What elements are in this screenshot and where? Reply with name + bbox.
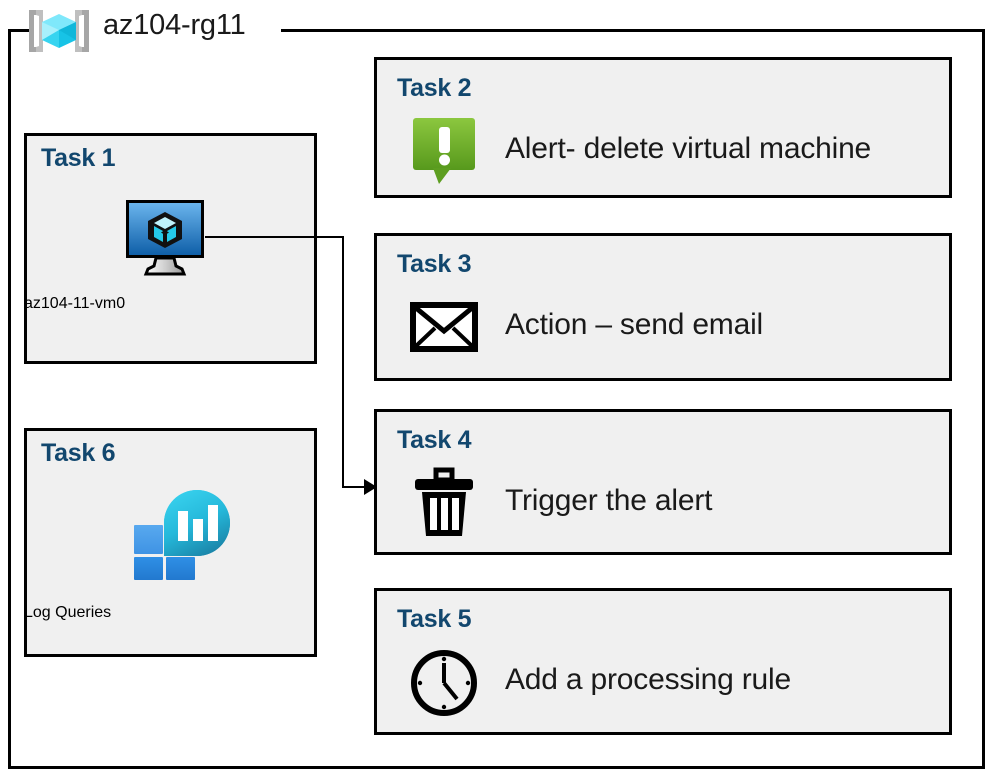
task4-title: Task 4 <box>397 426 472 454</box>
connector-segment-horizontal-top <box>205 236 344 238</box>
task4-card[interactable]: Task 4 Trigger the alert <box>374 409 952 555</box>
connector-segment-vertical <box>342 236 344 487</box>
resource-group-title: az104-rg11 <box>103 9 246 41</box>
resource-group-frame-top-left <box>8 29 34 32</box>
task2-title: Task 2 <box>397 74 472 102</box>
task5-description: Add a processing rule <box>505 663 791 696</box>
trash-can-icon <box>405 462 483 540</box>
task6-title: Task 6 <box>41 439 116 467</box>
resource-group-frame <box>8 31 985 769</box>
task4-description: Trigger the alert <box>505 484 713 517</box>
resource-group-frame-top-right <box>281 29 985 32</box>
task1-resource-label: az104-11-vm0 <box>24 295 126 312</box>
task1-title: Task 1 <box>41 144 116 172</box>
task3-description: Action – send email <box>505 308 764 341</box>
task5-card[interactable]: Task 5 Add a processing rule <box>374 588 952 735</box>
task2-card[interactable]: Task 2 Alert- delete virtual machin <box>374 57 952 198</box>
envelope-icon <box>405 286 483 364</box>
virtual-machine-icon <box>120 194 212 278</box>
log-analytics-icon <box>126 479 232 581</box>
task5-title: Task 5 <box>397 605 472 633</box>
alert-callout-icon <box>405 110 483 188</box>
arrowhead-right-icon <box>364 479 377 495</box>
task6-resource-label: Log Queries <box>24 604 112 621</box>
connector-segment-horizontal-bottom <box>342 486 367 488</box>
task3-card[interactable]: Task 3 Action – send email <box>374 233 952 381</box>
task3-title: Task 3 <box>397 250 472 278</box>
task2-description: Alert- delete virtual machine <box>505 132 872 165</box>
clock-icon <box>405 641 483 719</box>
task6-card[interactable]: Task 6 <box>24 428 317 657</box>
resource-group-cube-icon <box>24 7 94 55</box>
